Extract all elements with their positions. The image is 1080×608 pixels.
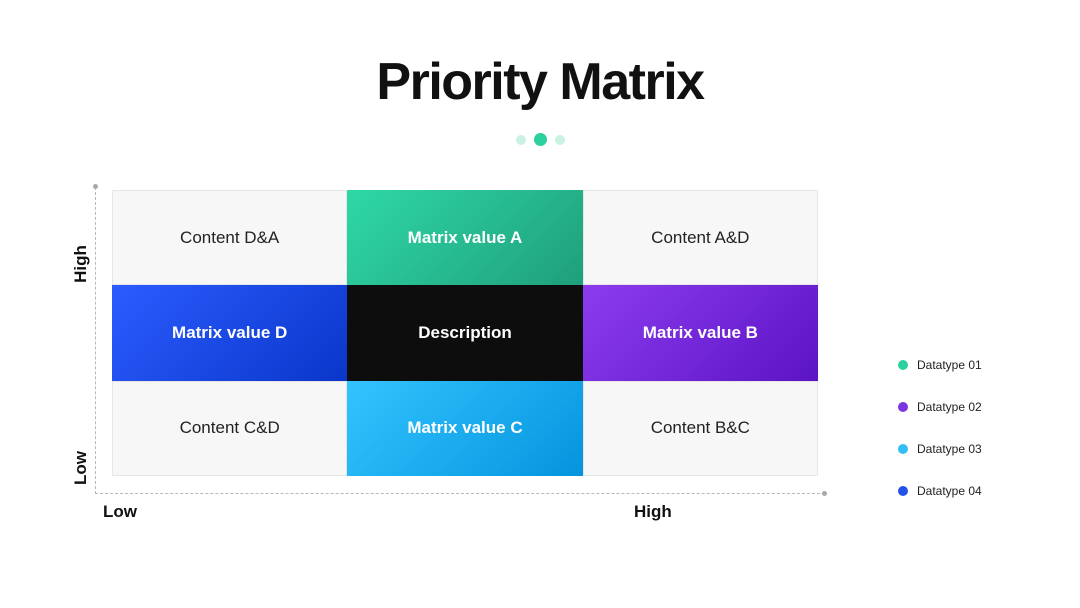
matrix-cell-middle-right: Matrix value B xyxy=(582,285,818,381)
legend: Datatype 01 Datatype 02 Datatype 03 Data… xyxy=(898,344,982,512)
matrix-cell-bottom-center: Matrix value C xyxy=(347,380,583,476)
matrix-cell-top-right: Content A&D xyxy=(582,190,818,286)
legend-item: Datatype 03 xyxy=(898,428,982,470)
y-axis-low-label: Low xyxy=(71,451,90,485)
y-axis-end-dot xyxy=(93,184,98,189)
dot-indicator xyxy=(554,134,565,145)
pagination-dots xyxy=(0,133,1080,149)
y-axis-line xyxy=(95,187,96,494)
dot-indicator-active xyxy=(533,133,547,146)
legend-item: Datatype 02 xyxy=(898,386,982,428)
dot-indicator xyxy=(515,134,526,145)
matrix-cell-center: Description xyxy=(347,285,583,381)
legend-dot xyxy=(898,444,908,454)
legend-item: Datatype 01 xyxy=(898,344,982,386)
legend-label: Datatype 01 xyxy=(917,358,982,372)
y-axis-high-label: High xyxy=(71,245,90,283)
legend-dot xyxy=(898,486,908,496)
matrix-cell-bottom-right: Content B&C xyxy=(582,380,818,476)
legend-label: Datatype 02 xyxy=(917,400,982,414)
legend-dot xyxy=(898,402,908,412)
x-axis-low-label: Low xyxy=(103,502,137,521)
legend-dot xyxy=(898,360,908,370)
page-title: Priority Matrix xyxy=(376,53,705,111)
matrix-cell-middle-left: Matrix value D xyxy=(112,285,348,381)
x-axis-line xyxy=(95,493,825,494)
legend-item: Datatype 04 xyxy=(898,470,982,512)
x-axis-high-label: High xyxy=(634,502,672,521)
priority-matrix: Content D&A Matrix value A Content A&D M… xyxy=(112,190,818,476)
matrix-cell-bottom-left: Content C&D xyxy=(112,380,348,476)
x-axis-end-dot xyxy=(822,491,827,496)
legend-label: Datatype 04 xyxy=(917,484,982,498)
matrix-cell-top-center: Matrix value A xyxy=(347,190,583,286)
matrix-cell-top-left: Content D&A xyxy=(112,190,348,286)
legend-label: Datatype 03 xyxy=(917,442,982,456)
